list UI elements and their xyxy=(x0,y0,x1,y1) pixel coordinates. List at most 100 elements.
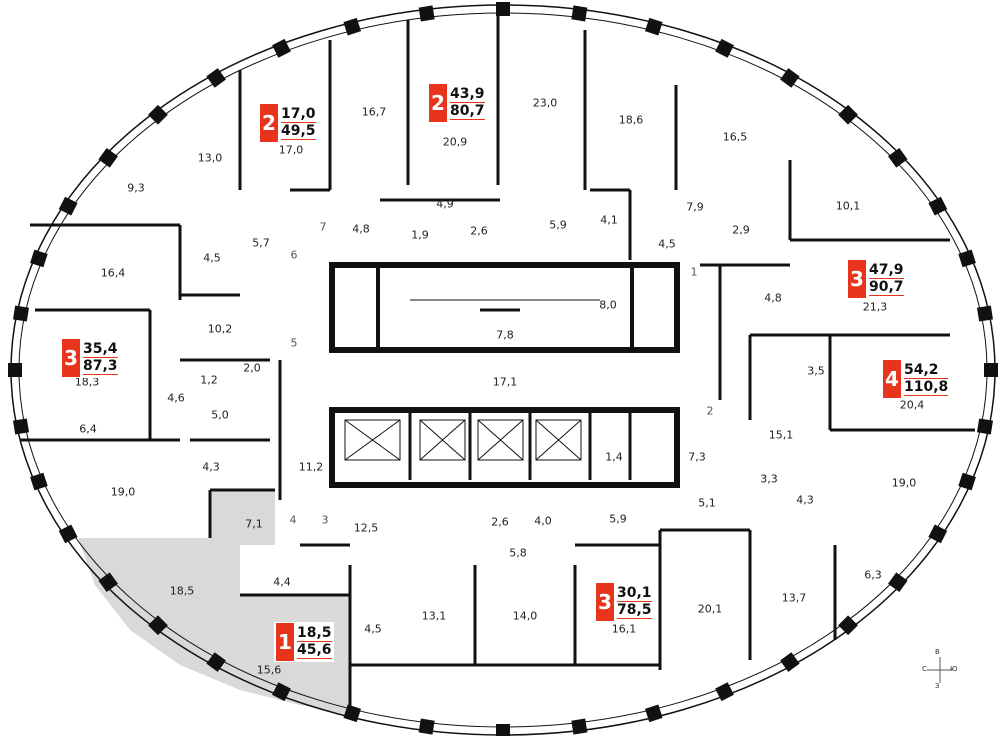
room-area-label: 10,2 xyxy=(207,322,233,336)
room-area-label: 1,2 xyxy=(200,373,218,387)
door-number-label: 5 xyxy=(290,336,298,350)
living-area: 54,2 xyxy=(904,362,949,379)
structural-column xyxy=(715,682,734,702)
room-area-label: 12,5 xyxy=(353,521,379,535)
room-area-label: 1,9 xyxy=(411,228,429,242)
room-area-label: 4,4 xyxy=(273,575,291,589)
structural-column xyxy=(976,418,994,435)
room-count: 3 xyxy=(62,339,80,377)
room-area-label: 15,1 xyxy=(768,428,794,442)
room-area-label: 5,8 xyxy=(509,546,527,560)
structural-column xyxy=(418,5,435,22)
room-area-label: 18,3 xyxy=(74,375,100,389)
room-area-label: 18,6 xyxy=(618,113,644,127)
structural-column xyxy=(30,472,48,491)
structural-column xyxy=(272,682,291,702)
compass-north: В xyxy=(935,648,940,656)
structural-column xyxy=(30,249,48,268)
room-area-label: 4,5 xyxy=(203,251,221,265)
room-area-label: 17,0 xyxy=(278,143,304,157)
room-area-label: 4,5 xyxy=(364,622,382,636)
partition-walls xyxy=(20,12,975,715)
room-area-label: 2,6 xyxy=(470,224,488,238)
room-area-label: 16,7 xyxy=(361,105,387,119)
highlighted-apartment-area xyxy=(78,490,350,715)
door-number-label: 1 xyxy=(690,265,698,279)
elevator-shafts xyxy=(344,419,582,461)
total-area: 110,8 xyxy=(904,379,949,396)
structural-column xyxy=(12,418,30,435)
structural-column xyxy=(206,68,226,88)
room-area-label: 21,3 xyxy=(862,300,888,314)
compass-east: Ю xyxy=(950,665,958,673)
room-area-label: 4,3 xyxy=(202,460,220,474)
living-area: 47,9 xyxy=(869,262,904,279)
room-area-label: 10,1 xyxy=(835,199,861,213)
living-area: 35,4 xyxy=(83,341,118,358)
door-number-label: 2 xyxy=(706,404,714,418)
room-area-label: 3,3 xyxy=(760,472,778,486)
room-area-label: 13,7 xyxy=(781,591,807,605)
room-count: 2 xyxy=(260,104,278,142)
room-area-label: 18,5 xyxy=(169,584,195,598)
room-count: 3 xyxy=(596,583,614,621)
structural-column xyxy=(780,68,800,88)
room-area-label: 7,3 xyxy=(688,450,706,464)
room-area-label: 7,9 xyxy=(686,200,704,214)
room-count: 4 xyxy=(883,360,901,398)
room-area-label: 16,4 xyxy=(100,266,126,280)
room-area-label: 8,0 xyxy=(599,298,617,312)
structural-column xyxy=(888,572,908,592)
structural-column xyxy=(571,718,588,735)
room-area-label: 7,1 xyxy=(245,517,263,531)
living-area: 43,9 xyxy=(450,86,485,103)
door-number-label: 4 xyxy=(289,513,297,527)
room-area-label: 2,6 xyxy=(491,515,509,529)
room-area-label: 9,3 xyxy=(127,181,145,195)
room-area-label: 5,1 xyxy=(698,496,716,510)
structural-column xyxy=(418,718,435,735)
room-area-label: 5,9 xyxy=(609,512,627,526)
room-area-label: 5,0 xyxy=(211,408,229,422)
room-area-label: 17,1 xyxy=(492,375,518,389)
room-area-label: 5,9 xyxy=(549,218,567,232)
door-number-label: 6 xyxy=(290,248,298,262)
structural-column xyxy=(715,38,734,58)
structural-column xyxy=(272,38,291,58)
structural-column xyxy=(571,5,588,22)
room-area-label: 4,5 xyxy=(658,237,676,251)
room-area-label: 4,6 xyxy=(167,391,185,405)
structural-column xyxy=(58,524,78,544)
room-count: 3 xyxy=(848,260,866,298)
room-area-label: 16,5 xyxy=(722,130,748,144)
room-area-label: 4,3 xyxy=(796,493,814,507)
structural-column xyxy=(98,572,118,592)
room-area-label: 6,4 xyxy=(79,422,97,436)
room-area-label: 2,0 xyxy=(243,361,261,375)
compass-south: З xyxy=(935,682,940,690)
structural-column xyxy=(928,524,948,544)
room-area-label: 4,8 xyxy=(764,291,782,305)
room-count: 2 xyxy=(429,84,447,122)
room-area-label: 20,4 xyxy=(899,398,925,412)
room-area-label: 2,9 xyxy=(732,223,750,237)
living-area: 17,0 xyxy=(281,106,316,123)
room-area-label: 3,5 xyxy=(807,364,825,378)
room-area-label: 13,0 xyxy=(197,151,223,165)
room-area-label: 5,7 xyxy=(252,236,270,250)
room-area-label: 6,3 xyxy=(864,568,882,582)
structural-column xyxy=(888,148,908,168)
structural-column xyxy=(838,615,858,636)
room-area-label: 4,9 xyxy=(436,197,454,211)
compass-west: С xyxy=(922,665,927,673)
structural-column xyxy=(644,17,663,36)
room-count: 1 xyxy=(276,623,294,661)
